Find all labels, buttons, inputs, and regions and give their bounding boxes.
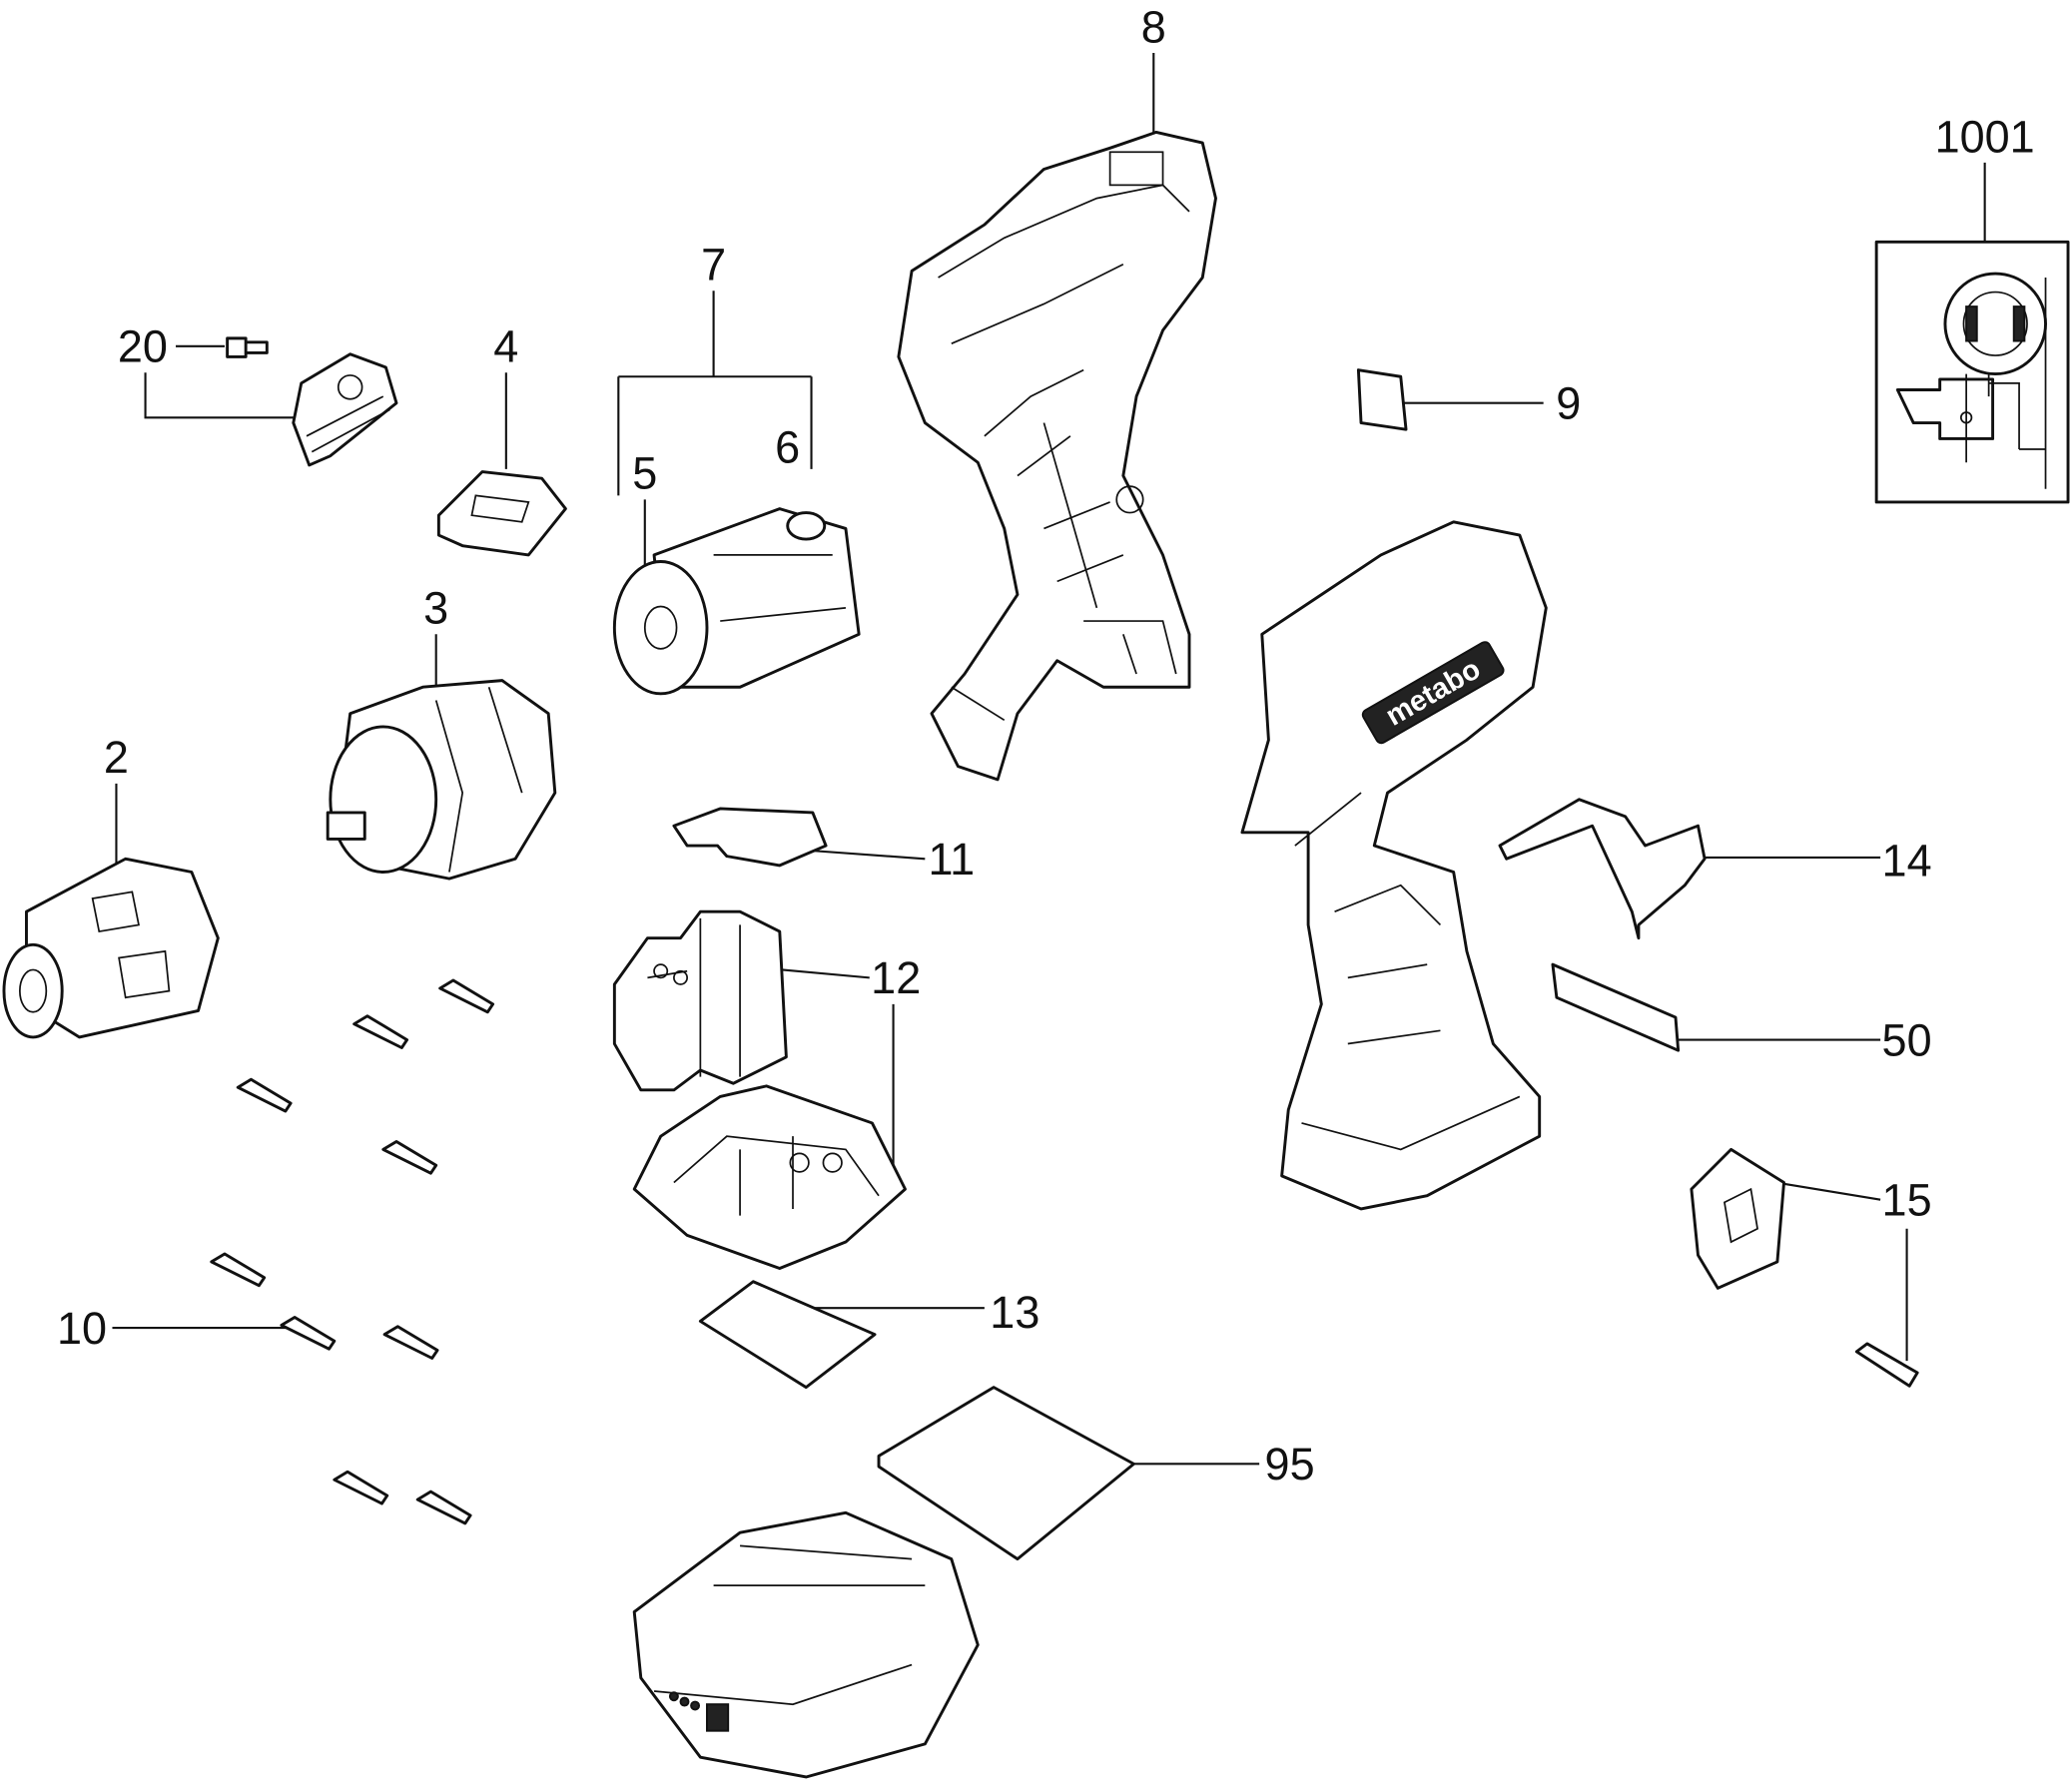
callout-2: 2 xyxy=(104,732,129,783)
gearbox-3 xyxy=(326,679,557,881)
callout-95: 95 xyxy=(1265,1439,1315,1490)
callout-8: 8 xyxy=(1141,1,1166,52)
callout-4: 4 xyxy=(493,321,518,372)
electronics-tray-12 xyxy=(632,1084,907,1270)
label-strip-50 xyxy=(1551,962,1681,1052)
wiring-diagram-1001 xyxy=(1874,240,2070,504)
switch-12 xyxy=(612,909,788,1092)
screw-15 xyxy=(1854,1342,1919,1388)
callout-11: 11 xyxy=(928,834,975,885)
callout-5: 5 xyxy=(632,448,657,499)
housing-half-right: metabo xyxy=(1240,520,1548,1211)
screw-20 xyxy=(226,336,269,358)
callout-6: 6 xyxy=(775,421,800,472)
callout-3: 3 xyxy=(423,583,448,634)
pad-9 xyxy=(1356,368,1408,431)
insulation-sheet-13 xyxy=(698,1280,877,1390)
callout-10: 10 xyxy=(57,1303,107,1354)
callout-12: 12 xyxy=(871,952,921,1003)
belt-clip-14 xyxy=(1498,798,1707,940)
plate-95 xyxy=(877,1386,1135,1561)
callout-7: 7 xyxy=(701,240,726,291)
bit-holder-15 xyxy=(1690,1147,1785,1290)
callout-1001: 1001 xyxy=(1935,111,2035,162)
callout-14: 14 xyxy=(1882,835,1932,886)
callout-9: 9 xyxy=(1556,378,1581,429)
battery-pack xyxy=(632,1510,980,1779)
callout-20: 20 xyxy=(118,321,168,372)
callout-15: 15 xyxy=(1882,1175,1932,1226)
switch-slider-4 xyxy=(436,470,567,557)
callout-13: 13 xyxy=(990,1287,1039,1338)
callout-50: 50 xyxy=(1882,1014,1932,1065)
screws-10 xyxy=(210,978,495,1525)
motor-6 xyxy=(612,507,861,696)
chuck-2 xyxy=(2,857,220,1039)
cover-11 xyxy=(672,807,828,868)
bracket-20 xyxy=(292,352,398,467)
housing-half-left-8 xyxy=(897,130,1217,782)
